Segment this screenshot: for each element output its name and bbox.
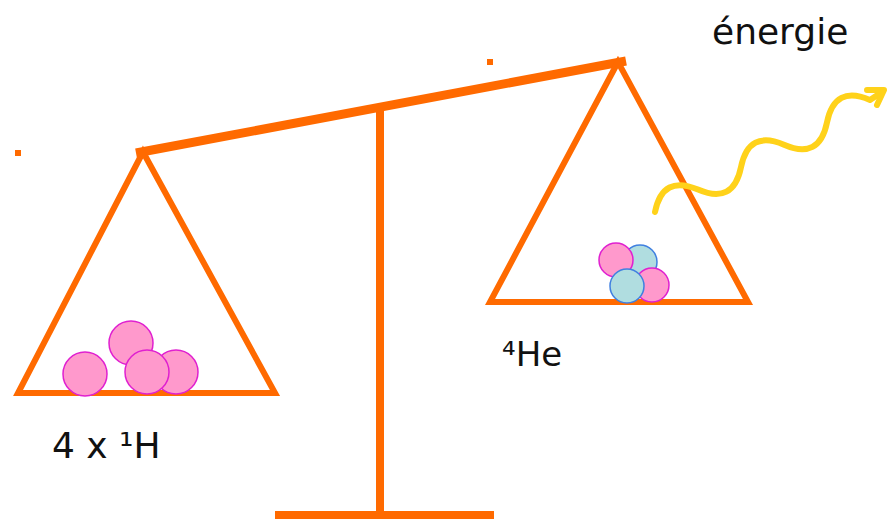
proton <box>125 350 169 394</box>
helium-nucleus <box>599 243 669 303</box>
balance-pillar <box>376 104 384 515</box>
proton <box>63 352 107 396</box>
balance-frame <box>18 61 748 515</box>
energy-label: énergie <box>712 10 848 53</box>
balance-beam <box>136 61 626 153</box>
left-pan <box>18 152 275 393</box>
energy-wave <box>655 92 882 212</box>
hydrogen-nuclei <box>63 321 198 396</box>
arrowhead <box>867 90 884 105</box>
balance-base <box>275 511 494 519</box>
helium-label: ⁴He <box>502 334 562 375</box>
right-pan <box>490 62 748 302</box>
neutron <box>610 269 644 303</box>
orange-dot <box>15 150 21 156</box>
orange-dot <box>487 59 493 65</box>
hydrogen-label: 4 x ¹H <box>52 424 161 467</box>
energy-wave-arrow <box>655 90 884 212</box>
